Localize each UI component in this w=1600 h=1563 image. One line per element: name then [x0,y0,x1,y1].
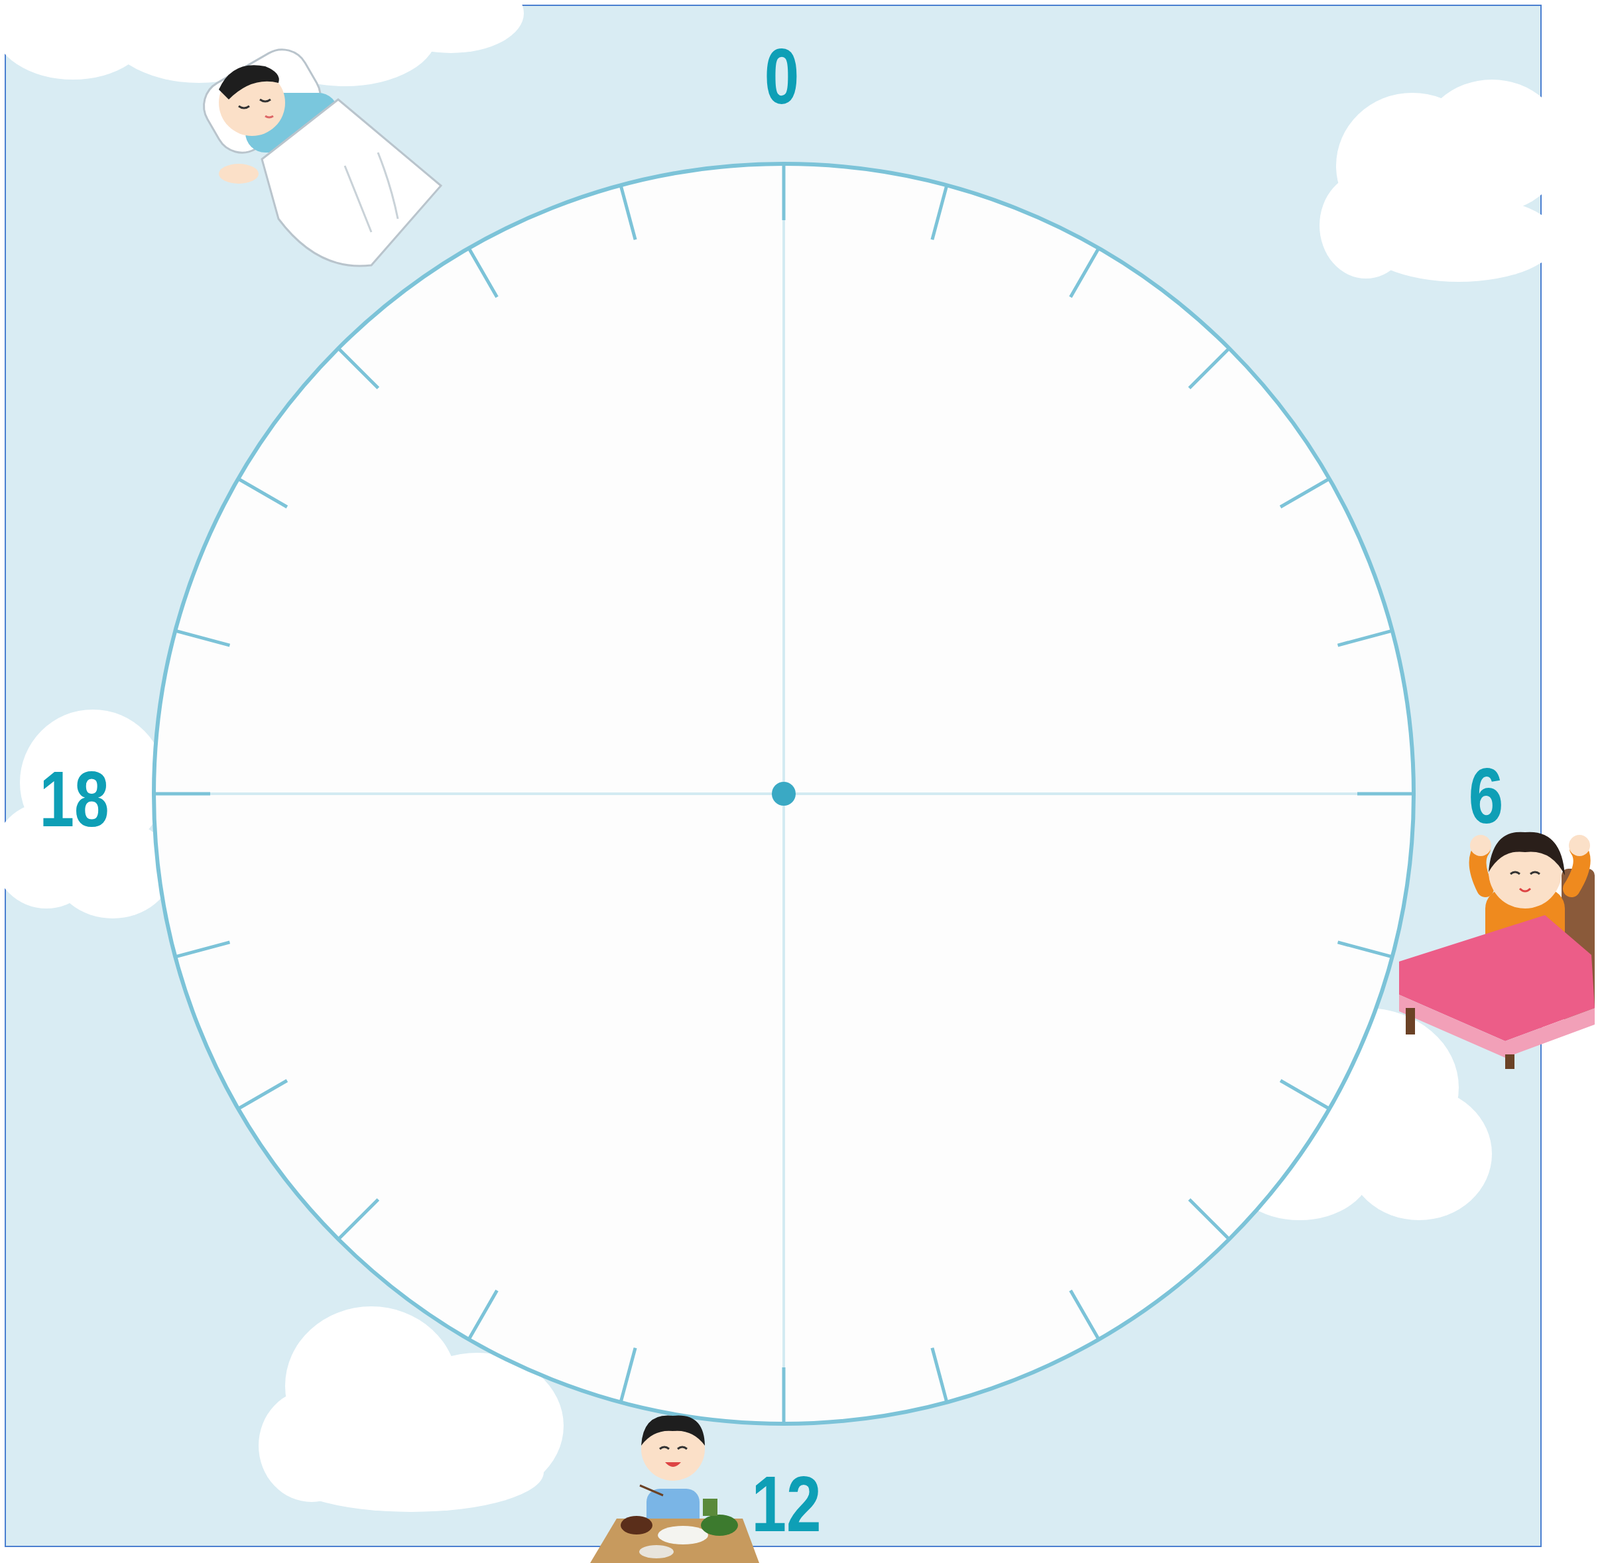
hour-label: 6 [1468,756,1504,835]
hour-label: 12 [751,1464,821,1543]
cloud [0,709,173,919]
hour-label: 0 [764,37,800,116]
eating-boy [590,1415,760,1563]
sleeping-boy [194,39,441,266]
sky-background [5,5,1541,1547]
axis-lines [153,163,1414,1424]
cloud [1319,79,1565,282]
clock-face [153,163,1414,1424]
hour-ticks [153,163,1414,1424]
center-dot [771,781,796,806]
hour-label: 18 [39,759,109,839]
waking-girl [1399,832,1595,1069]
clouds [0,0,1565,1512]
